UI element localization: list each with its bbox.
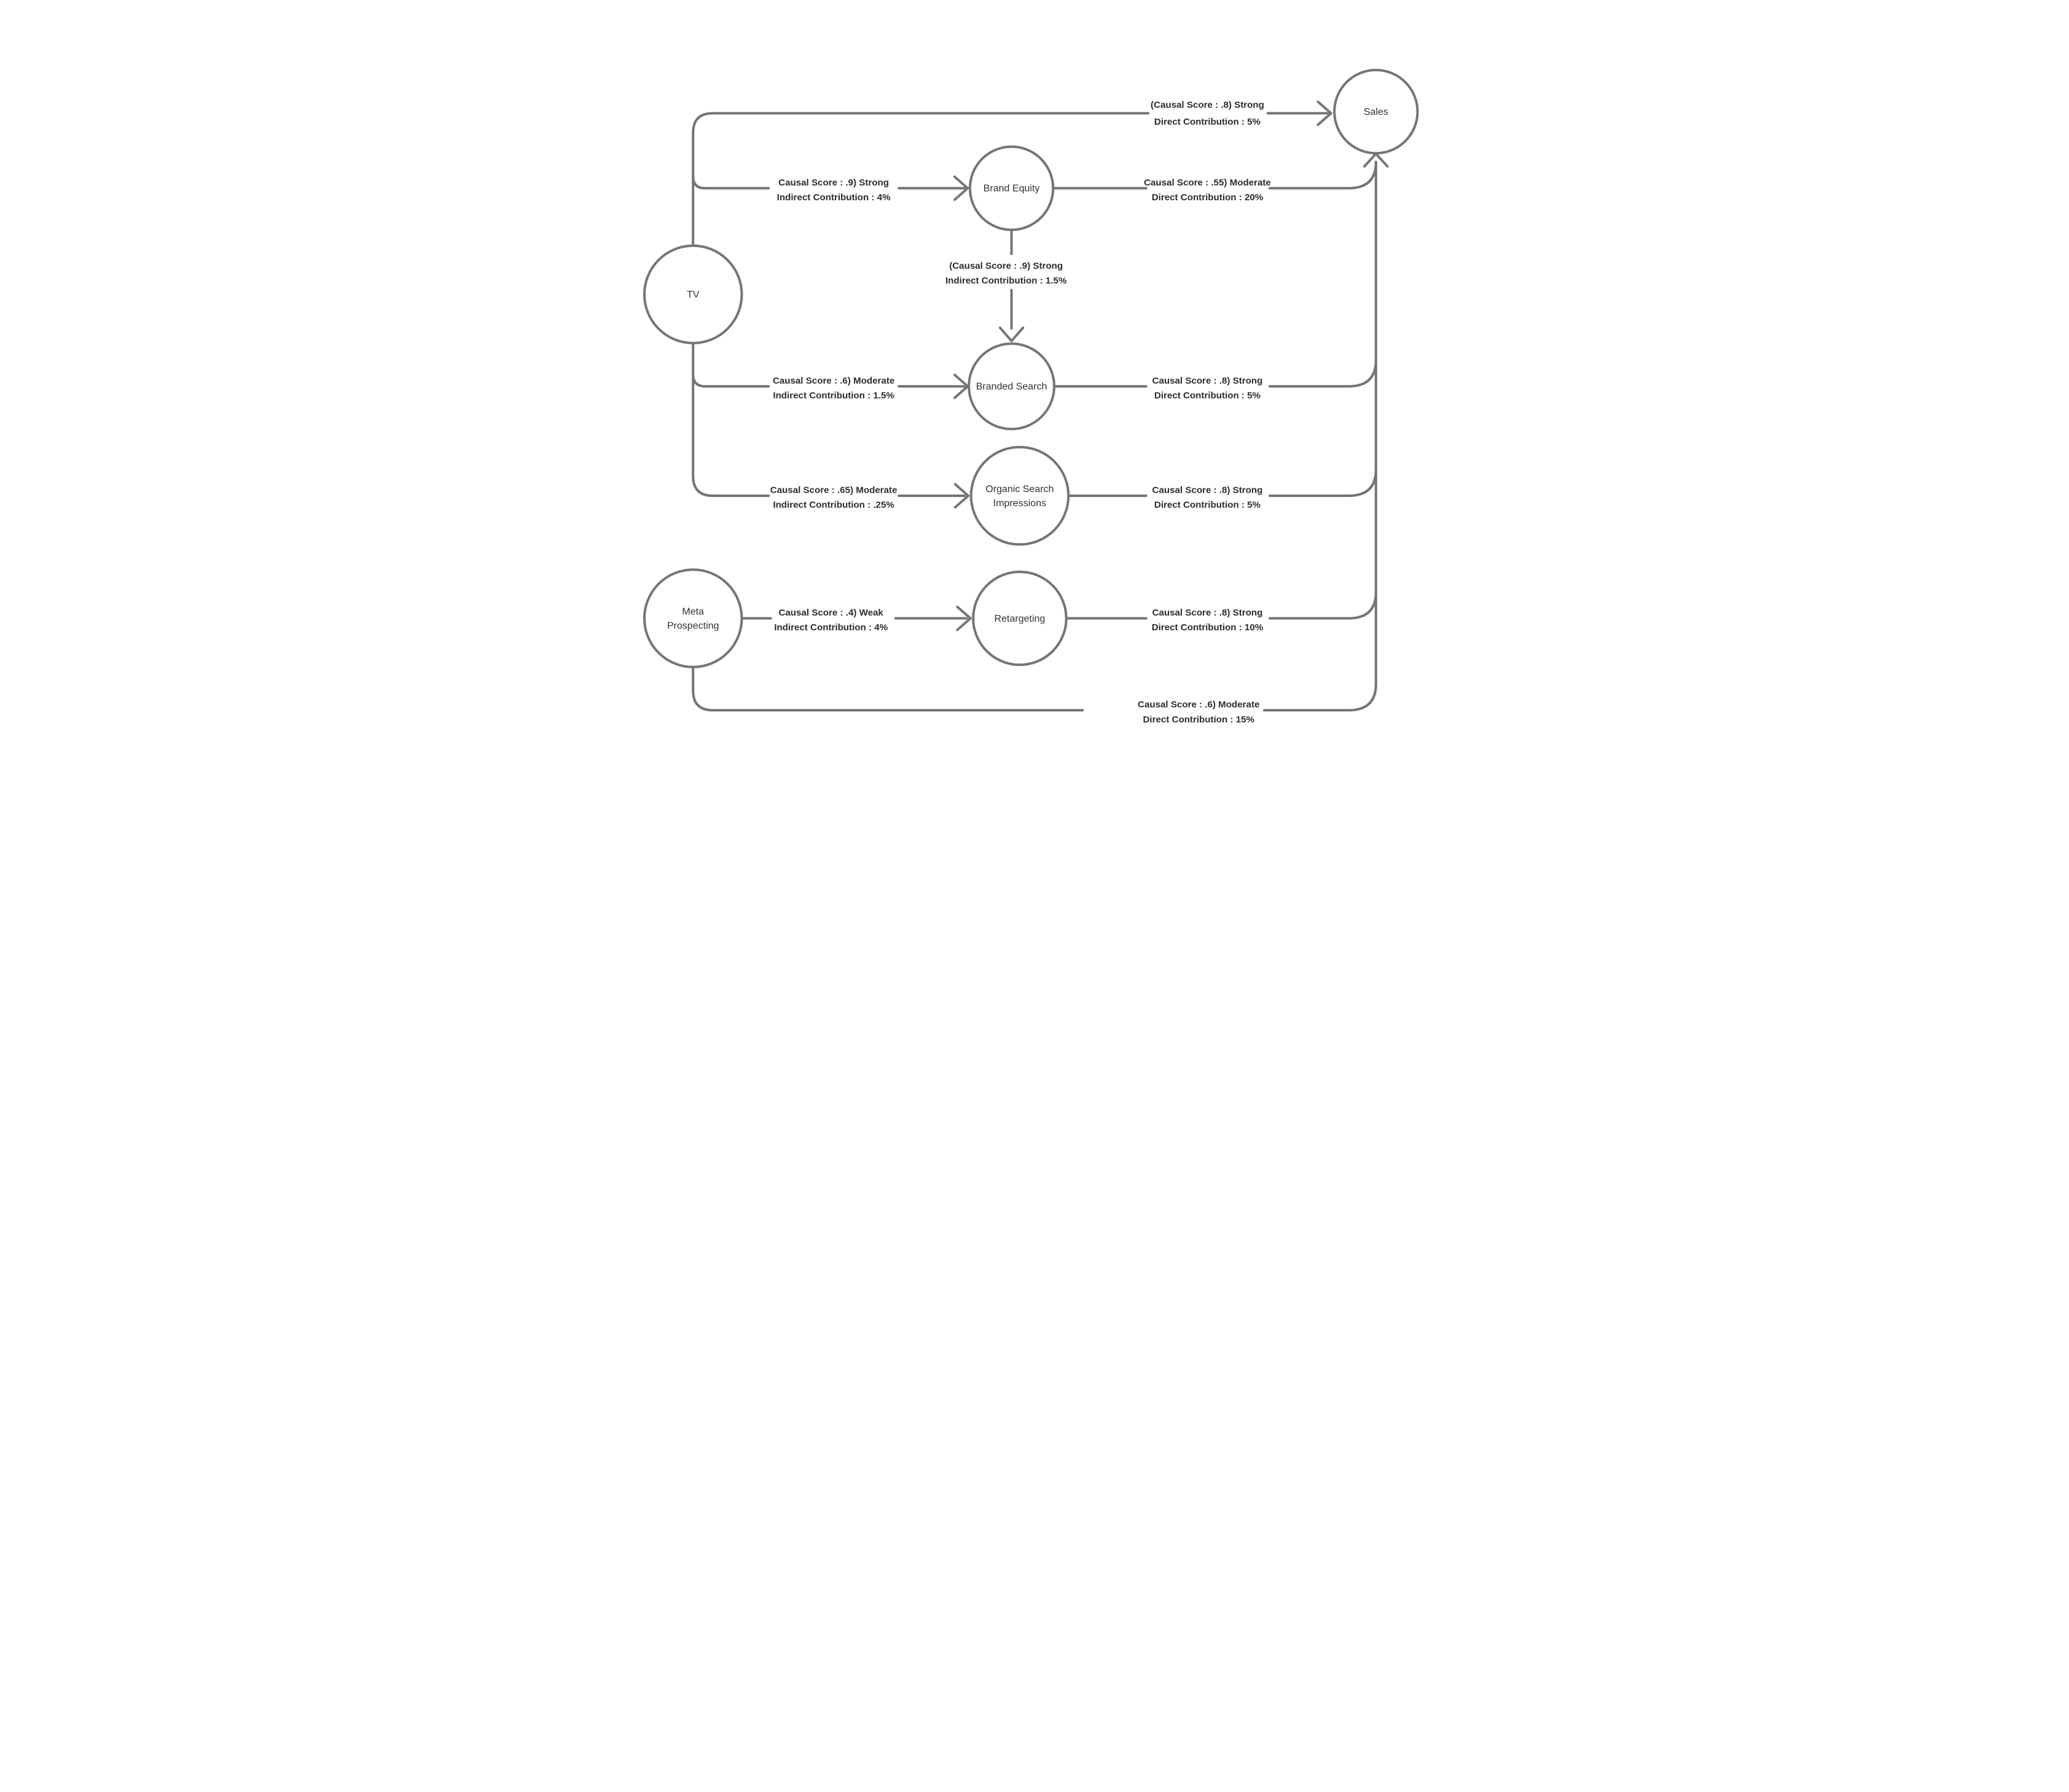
node-meta-prospecting-circle [643,568,743,668]
edge-tv-to-brand-equity: Causal Score : .9) Strong Indirect Contr… [692,174,969,203]
edge-organic-search-to-sales-label-line1: Causal Score : .8) Strong [1152,485,1263,496]
edge-tv-to-organic-search-line-start [692,342,770,498]
node-tv: TV [643,244,743,345]
edge-tv-to-brand-equity-arrowhead-icon [953,175,969,202]
causal-diagram-stage: (Causal Score : .8) Strong Direct Contri… [574,0,1495,799]
node-brand-equity-circle [968,145,1055,232]
edge-meta-to-retargeting-label-line1: Causal Score : .4) Weak [778,608,883,618]
edge-tv-to-branded-search-label-line2: Indirect Contribution : 1.5% [773,390,894,401]
edge-tv-to-organic-search: Causal Score : .65) Moderate Indirect Co… [692,342,970,511]
edge-tv-to-branded-search: Causal Score : .6) Moderate Indirect Con… [692,373,969,401]
edge-organic-search-to-sales: Causal Score : .8) Strong Direct Contrib… [1067,468,1377,511]
edge-tv-to-sales-line-start [692,112,1150,247]
edge-organic-search-to-sales-label-line2: Direct Contribution : 5% [1154,500,1261,511]
node-organic-search-impressions: Organic Search Impressions [969,445,1070,546]
edge-tv-to-sales-label-line2: Direct Contribution : 5% [1154,117,1261,127]
edge-brand-equity-to-branded-search-label-line2: Indirect Contribution : 1.5% [945,275,1067,286]
node-retargeting-label: Retargeting [995,613,1046,624]
node-sales-label: Sales [1364,106,1388,117]
edge-tv-to-organic-search-label-line2: Indirect Contribution : .25% [773,500,894,511]
edge-retargeting-to-sales-label-line1: Causal Score : .8) Strong [1152,608,1263,618]
edge-tv-to-branded-search-label-line1: Causal Score : .6) Moderate [773,375,894,386]
node-sales: Sales [1333,69,1419,155]
edge-meta-to-sales-label-line1: Causal Score : .6) Moderate [1138,700,1259,710]
node-branded-search-circle [968,342,1056,431]
edge-meta-to-sales-line-start [692,665,1084,712]
edge-tv-to-brand-equity-label-line2: Indirect Contribution : 4% [777,192,891,203]
edge-brand-equity-to-sales: Causal Score : .55) Moderate Direct Cont… [1050,160,1377,203]
edge-meta-to-sales-label-line2: Direct Contribution : 15% [1143,714,1254,725]
node-retargeting: Retargeting [972,570,1068,667]
edge-tv-to-brand-equity-line-start [692,174,770,190]
node-meta-prospecting: Meta Prospecting [643,568,743,668]
edge-branded-search-to-sales: Causal Score : .8) Strong Direct Contrib… [1052,359,1377,401]
edge-meta-to-retargeting-label-line2: Indirect Contribution : 4% [774,622,888,633]
edge-brand-equity-to-sales-label-line2: Direct Contribution : 20% [1152,192,1264,203]
edge-brand-equity-to-branded-search-arrowhead-icon [998,326,1025,342]
node-tv-circle [643,244,743,345]
edge-brand-equity-to-branded-search: (Causal Score : .9) Strong Indirect Cont… [945,229,1067,342]
edge-retargeting-to-sales: Causal Score : .8) Strong Direct Contrib… [1066,590,1377,633]
edge-meta-to-sales-line-end [1263,683,1377,712]
edge-retargeting-to-sales-label-line2: Direct Contribution : 10% [1152,622,1264,633]
edge-branded-search-to-sales-label-line2: Direct Contribution : 5% [1154,390,1261,401]
node-meta-prospecting-label-line2: Prospecting [667,620,719,631]
edge-meta-to-sales: Causal Score : .6) Moderate Direct Contr… [692,152,1389,725]
edge-tv-to-organic-search-label-line1: Causal Score : .65) Moderate [770,485,898,496]
node-brand-equity-label: Brand Equity [984,183,1040,194]
node-sales-circle [1333,69,1419,155]
edge-organic-search-to-sales-line-end [1269,468,1377,498]
edge-tv-to-sales-arrowhead-icon [1316,100,1332,127]
edge-meta-to-retargeting: Causal Score : .4) Weak Indirect Contrib… [740,605,972,633]
node-organic-search-impressions-label-line1: Organic Search [985,483,1054,495]
edge-brand-equity-to-branded-search-label-line1: (Causal Score : .9) Strong [949,260,1063,271]
node-retargeting-circle [972,570,1068,667]
node-tv-label: TV [687,289,700,300]
edge-tv-to-brand-equity-label-line1: Causal Score : .9) Strong [778,178,889,188]
node-organic-search-impressions-circle [969,445,1070,546]
edge-brand-equity-to-sales-line-end [1269,160,1377,190]
edge-brand-equity-to-sales-label-line1: Causal Score : .55) Moderate [1144,178,1271,188]
causal-graph-canvas: (Causal Score : .8) Strong Direct Contri… [643,69,1419,725]
edge-branded-search-to-sales-label-line1: Causal Score : .8) Strong [1152,375,1263,386]
edge-tv-to-sales-label-line1: (Causal Score : .8) Strong [1151,100,1264,110]
edge-retargeting-to-sales-line-end [1269,590,1377,620]
node-organic-search-impressions-label-line2: Impressions [993,498,1046,509]
node-branded-search: Branded Search [968,342,1056,431]
node-meta-prospecting-label-line1: Meta [682,606,704,617]
node-branded-search-label: Branded Search [976,381,1047,392]
edge-tv-to-branded-search-line-start [692,373,770,388]
edge-meta-to-retargeting-arrowhead-icon [956,605,972,632]
edge-tv-to-sales: (Causal Score : .8) Strong Direct Contri… [692,100,1332,247]
edge-tv-to-organic-search-arrowhead-icon [953,483,970,509]
node-brand-equity: Brand Equity [968,145,1055,232]
edge-branded-search-to-sales-line-end [1269,359,1377,388]
